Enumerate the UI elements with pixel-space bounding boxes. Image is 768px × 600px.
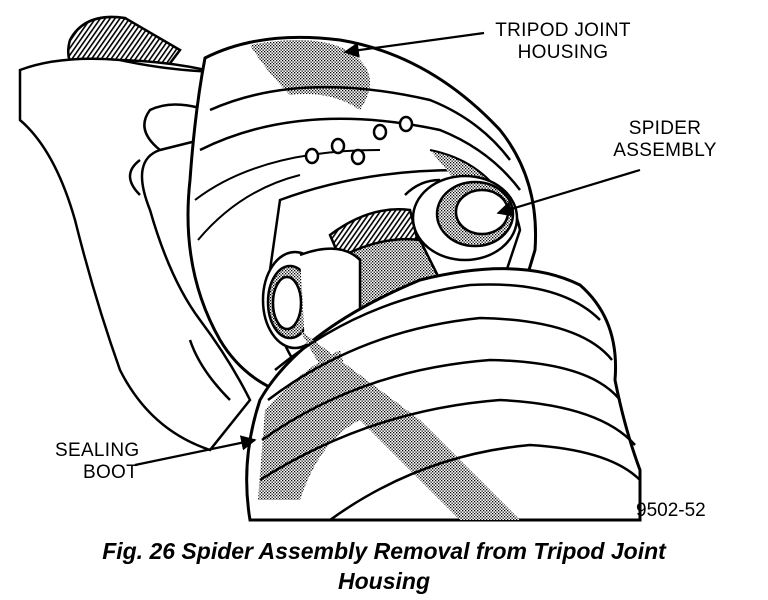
spider-arrow (496, 168, 641, 217)
sealing-boot-label: SEALING BOOT (55, 440, 170, 484)
tripod-joint-housing-label-line2: HOUSING (517, 42, 609, 63)
tripod-joint-housing-label-line1: TRIPOD JOINT (495, 20, 631, 41)
housing-arrow (343, 31, 485, 58)
figure-caption: Fig. 26 Spider Assembly Removal from Tri… (0, 536, 768, 596)
figure-code: 9502-52 (636, 500, 706, 521)
sealing-boot (245, 267, 642, 522)
sealing-boot-label-line1: SEALING (55, 440, 140, 461)
leader-arrows (134, 31, 641, 467)
spider-assembly-label-line2: ASSEMBLY (613, 140, 717, 161)
figure-caption-line2: Housing (338, 568, 430, 594)
tripod-joint-housing-label: TRIPOD JOINT HOUSING (478, 20, 648, 64)
spider-assembly-label: SPIDER ASSEMBLY (600, 118, 730, 162)
spider-assembly-label-line1: SPIDER (628, 118, 702, 139)
boot-arrow (134, 435, 257, 467)
sealing-boot-label-line2: BOOT (83, 462, 139, 483)
figure-caption-line1: Fig. 26 Spider Assembly Removal from Tri… (102, 538, 666, 564)
